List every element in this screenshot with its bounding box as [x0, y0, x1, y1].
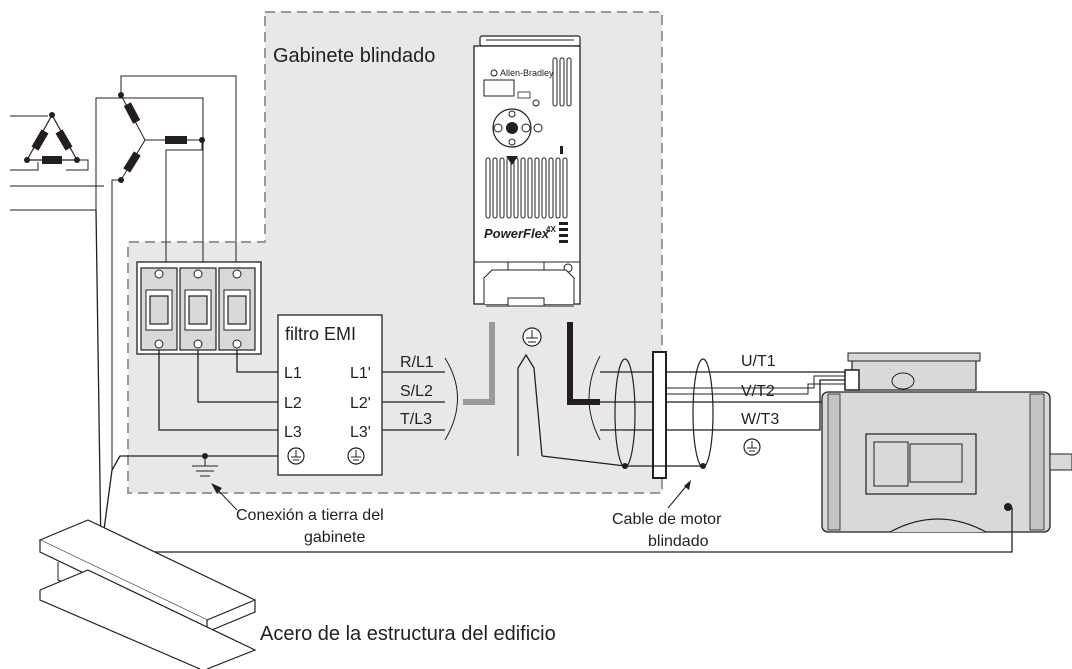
emi-filter-label: filtro EMI: [285, 324, 356, 344]
filter-output-l1: L1': [350, 365, 371, 382]
drive-input-t-l3: T/L3: [400, 411, 432, 428]
fuse-block: [136, 261, 262, 355]
output-cable: [567, 322, 600, 405]
enclosure-ground-symbol: [111, 453, 278, 477]
ground-icon: [347, 447, 365, 465]
building-steel-label: Acero de la estructura del edificio: [260, 623, 556, 645]
wye-transformer-symbol: [111, 75, 237, 470]
drive-input-r-l1: R/L1: [400, 354, 434, 371]
powerflex-drive: Allen-Bradley PowerFlex 4X: [473, 35, 581, 307]
motor-cable-label-1: Cable de motor: [612, 511, 722, 528]
ground-icon: [522, 327, 542, 347]
filter-input-l1: L1: [284, 365, 302, 382]
drive-brand: Allen-Bradley: [500, 68, 554, 78]
drive-model-suffix: 4X: [546, 225, 556, 234]
emi-filter: filtro EMI L1 L2 L3 L1' L2' L3': [277, 314, 383, 476]
drive-display: [483, 79, 515, 97]
motor: [821, 352, 1072, 533]
building-steel-beam: [38, 519, 257, 669]
enclosure-ground-label-1: Conexión a tierra del: [236, 507, 384, 524]
ground-icon: [743, 438, 761, 456]
motor-cable-label-2: blindado: [648, 533, 709, 550]
motor-output-w-t3: W/T3: [741, 411, 779, 428]
filter-output-l3: L3': [350, 424, 371, 441]
drive-input-s-l2: S/L2: [400, 383, 433, 400]
drive-keypad: [492, 99, 543, 148]
drive-model: PowerFlex: [484, 226, 550, 241]
ground-icon: [287, 447, 305, 465]
shielded-motor-cable: [614, 351, 714, 479]
enclosure-label: Gabinete blindado: [273, 45, 435, 67]
delta-transformer-symbol: [10, 97, 204, 266]
input-cable: [463, 322, 495, 405]
motor-output-v-t2: V/T2: [741, 383, 775, 400]
filter-input-l2: L2: [284, 395, 302, 412]
filter-output-l2: L2': [350, 395, 371, 412]
motor-output-u-t1: U/T1: [741, 353, 776, 370]
filter-input-l3: L3: [284, 424, 302, 441]
shielded-enclosure: [127, 11, 663, 494]
enclosure-ground-label-2: gabinete: [304, 529, 365, 546]
